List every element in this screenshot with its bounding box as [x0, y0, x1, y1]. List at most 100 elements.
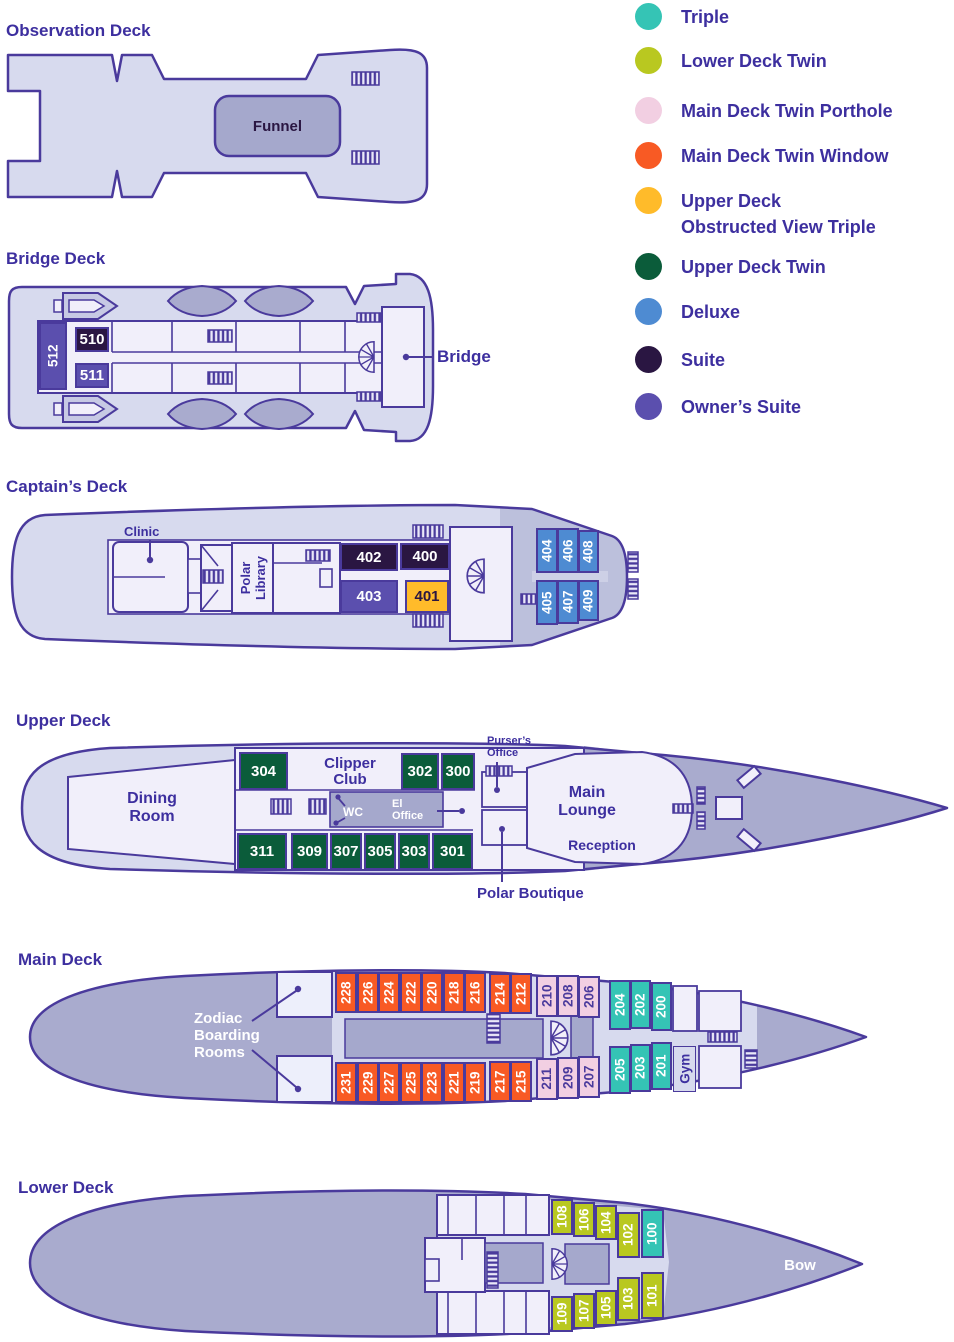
cabin-302[interactable]: 302	[401, 753, 439, 790]
cabin-101[interactable]: 101	[641, 1272, 664, 1319]
cabin-204[interactable]: 204	[609, 980, 631, 1030]
main-lounge-label: Main Lounge	[558, 784, 616, 819]
cabin-207[interactable]: 207	[578, 1056, 600, 1098]
cabin-106[interactable]: 106	[573, 1202, 595, 1237]
stairs-icon	[202, 569, 224, 584]
zodiac-boarding-room	[276, 971, 333, 1018]
stairs-icon	[412, 613, 444, 628]
stairs-icon	[356, 391, 382, 402]
cabin-215[interactable]: 215	[510, 1061, 532, 1102]
cabin-100[interactable]: 100	[641, 1209, 664, 1258]
cabin-305[interactable]: 305	[364, 833, 396, 870]
zodiac-boarding-rooms-label: Zodiac Boarding Rooms	[194, 1010, 260, 1061]
cabin-211[interactable]: 211	[536, 1058, 558, 1100]
polar-library-label: Polar Library	[238, 555, 268, 601]
observation-deck-plan	[6, 48, 429, 204]
rooms-walls	[447, 1195, 527, 1235]
legend-item-lower-deck-twin: Lower Deck Twin	[635, 47, 827, 74]
cabin-104[interactable]: 104	[595, 1205, 617, 1240]
cabin-103[interactable]: 103	[617, 1277, 640, 1321]
cabin-405[interactable]: 405	[536, 580, 558, 625]
cabin-217[interactable]: 217	[489, 1061, 511, 1102]
cabin-402[interactable]: 402	[340, 543, 398, 571]
captains-hull-outline	[10, 503, 629, 651]
corridor-block	[344, 1018, 544, 1059]
cabin-403[interactable]: 403	[340, 580, 398, 613]
room	[319, 568, 333, 588]
bridge-label: Bridge	[437, 347, 491, 366]
legend-label: Suite	[681, 350, 726, 370]
stairs-icon	[707, 1031, 738, 1043]
stairs-icon	[485, 765, 513, 777]
observation-deck-title: Observation Deck	[6, 21, 151, 40]
cabin-227[interactable]: 227	[378, 1062, 400, 1103]
legend-swatch-icon	[635, 393, 662, 420]
cabin-221[interactable]: 221	[443, 1062, 465, 1103]
cabin-105[interactable]: 105	[595, 1290, 617, 1326]
cabin-300[interactable]: 300	[441, 753, 475, 790]
cabin-304[interactable]: 304	[239, 752, 288, 790]
stairs-icon	[305, 549, 331, 562]
clipper-club-label: Clipper Club	[324, 755, 376, 788]
zodiac-leader-dot	[294, 1085, 302, 1093]
cabin-307[interactable]: 307	[330, 833, 362, 870]
cabin-407[interactable]: 407	[557, 580, 579, 624]
lower-deck-title: Lower Deck	[18, 1178, 114, 1197]
cabin-510[interactable]: 510	[75, 327, 109, 352]
cabin-401[interactable]: 401	[405, 580, 449, 613]
cabin-409[interactable]: 409	[578, 580, 599, 621]
cabin-225[interactable]: 225	[400, 1062, 422, 1103]
cabin-208[interactable]: 208	[557, 975, 579, 1017]
cabin-311[interactable]: 311	[237, 833, 287, 870]
cabin-212[interactable]: 212	[510, 973, 532, 1014]
cabin-226[interactable]: 226	[357, 972, 379, 1013]
cabin-223[interactable]: 223	[421, 1062, 443, 1103]
cabin-209[interactable]: 209	[557, 1057, 579, 1099]
cabin-202[interactable]: 202	[630, 980, 651, 1029]
cabin-408[interactable]: 408	[578, 530, 599, 573]
cabin-108[interactable]: 108	[551, 1199, 573, 1235]
cabin-205[interactable]: 205	[609, 1046, 631, 1094]
cabin-210[interactable]: 210	[536, 975, 558, 1017]
cabin-301[interactable]: 301	[432, 833, 473, 870]
cabin-201[interactable]: 201	[651, 1042, 672, 1090]
corridor	[532, 571, 608, 582]
cabin-229[interactable]: 229	[357, 1062, 379, 1103]
cabin-203[interactable]: 203	[630, 1044, 651, 1092]
cabin-224[interactable]: 224	[378, 972, 400, 1013]
cabin-206[interactable]: 206	[578, 976, 600, 1018]
cabin-222[interactable]: 222	[400, 972, 422, 1013]
cabin-228[interactable]: 228	[335, 972, 357, 1013]
cabin-214[interactable]: 214	[489, 973, 511, 1014]
cabin-107[interactable]: 107	[573, 1293, 595, 1329]
cabin-231[interactable]: 231	[335, 1062, 357, 1103]
cabin-216[interactable]: 216	[464, 972, 486, 1013]
legend-item-upper-deck-twin: Upper Deck Twin	[635, 253, 826, 280]
cabin-102[interactable]: 102	[617, 1212, 640, 1258]
cabin-219[interactable]: 219	[464, 1062, 486, 1103]
cabin-511[interactable]: 511	[75, 363, 109, 388]
cabin-220[interactable]: 220	[421, 972, 443, 1013]
bow-label: Bow	[784, 1257, 816, 1274]
cabin-512[interactable]: 512	[39, 322, 67, 390]
cabin-406[interactable]: 406	[557, 528, 579, 573]
stairs-icon	[351, 71, 380, 86]
wc-office-block	[329, 791, 444, 828]
rooms-band	[436, 1194, 550, 1236]
funnel-shape	[213, 94, 342, 158]
boutique-leader-dot	[499, 826, 505, 832]
upper-deck-title: Upper Deck	[16, 711, 111, 730]
room	[698, 1045, 742, 1089]
legend-swatch-icon	[635, 346, 662, 373]
lower-hull-outline	[28, 1189, 864, 1338]
legend-swatch-icon	[635, 187, 662, 214]
cabin-400[interactable]: 400	[400, 543, 450, 570]
cabin-303[interactable]: 303	[398, 833, 430, 870]
stairs-icon	[627, 551, 639, 573]
cabin-309[interactable]: 309	[291, 833, 328, 870]
cabin-404[interactable]: 404	[536, 528, 558, 573]
cabin-200[interactable]: 200	[651, 982, 672, 1031]
el-office-label: El Office	[392, 798, 424, 822]
cabin-218[interactable]: 218	[443, 972, 465, 1013]
cabin-109[interactable]: 109	[551, 1296, 573, 1332]
